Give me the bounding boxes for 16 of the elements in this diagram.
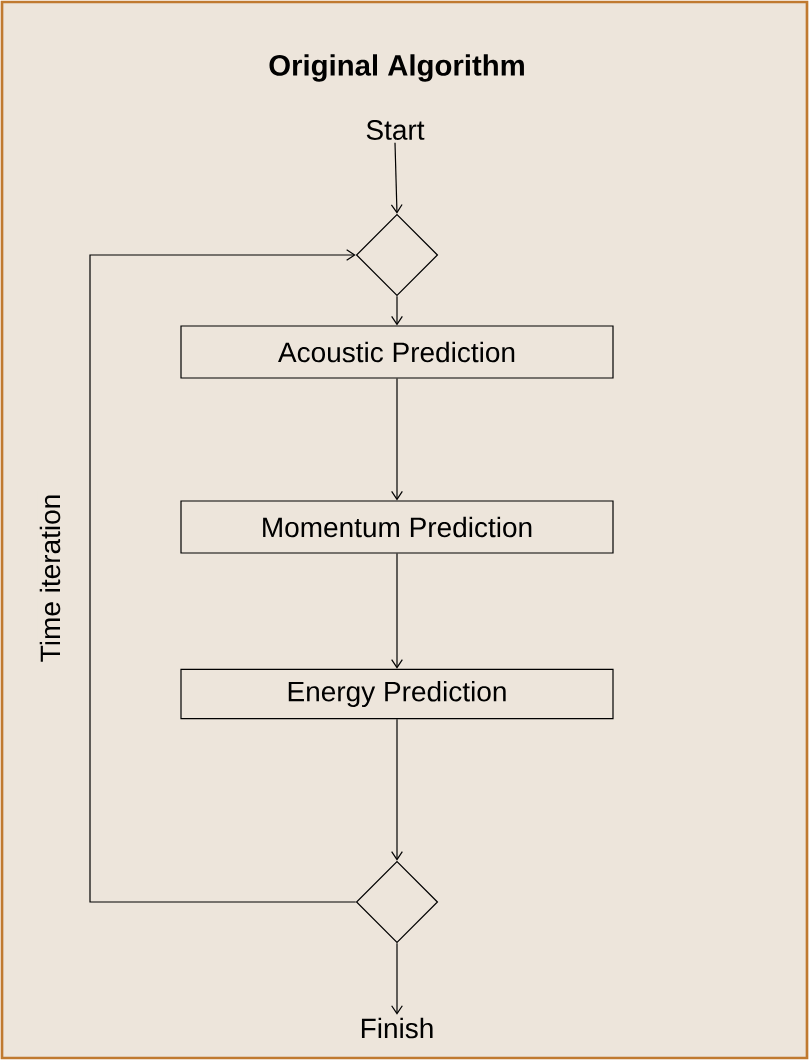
arrow <box>391 295 403 326</box>
process-box: Acoustic Prediction <box>180 325 614 379</box>
decision-diamond <box>355 213 439 297</box>
process-box: Momentum Prediction <box>180 500 614 554</box>
process-box: Energy Prediction <box>180 668 614 720</box>
decision-diamond <box>355 860 439 944</box>
arrow <box>391 553 403 669</box>
title: Original Algorithm <box>269 54 524 82</box>
arrow <box>391 718 403 861</box>
arrow <box>390 142 403 214</box>
terminal-label: Start <box>366 120 425 140</box>
arrow <box>391 378 403 501</box>
terminal-label: Finish <box>361 1017 433 1039</box>
arrow <box>89 249 357 903</box>
edge-label: Time iteration <box>37 491 63 665</box>
arrow <box>391 942 403 1015</box>
